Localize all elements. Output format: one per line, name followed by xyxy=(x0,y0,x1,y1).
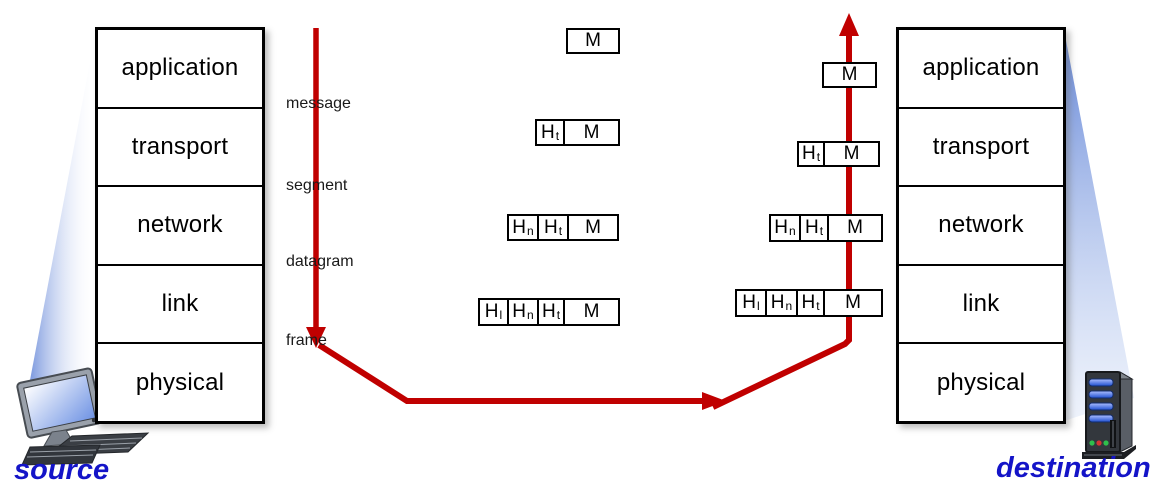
server-icon xyxy=(1082,371,1136,459)
packet-cell-M: M xyxy=(585,216,601,238)
layer-source-network: network xyxy=(98,187,262,266)
layer-destination-transport: transport xyxy=(899,109,1063,188)
layer-source-physical: physical xyxy=(135,368,225,396)
layer-destination-physical: physical xyxy=(936,368,1026,396)
layer-source-link: link xyxy=(98,266,262,345)
encapsulation-label-frame: frame xyxy=(286,332,327,349)
bottom-transmission-arrow xyxy=(317,342,726,410)
destination-label: destination xyxy=(996,452,1151,484)
source-label: source xyxy=(14,454,110,486)
desktop-computer-icon xyxy=(16,367,150,466)
up-arrow xyxy=(711,13,859,410)
projection-beam-destination xyxy=(1064,30,1134,421)
layer-source-application: application xyxy=(98,30,262,109)
packet-cell-M: M xyxy=(583,301,600,322)
packet-cell-M: M xyxy=(583,121,600,143)
layer-destination-application: application xyxy=(899,30,1063,109)
layer-source-transport: transport xyxy=(98,109,262,188)
layer-destination-network: network xyxy=(899,187,1063,266)
packet-cell-M: M xyxy=(847,217,863,238)
packet-source-message: M xyxy=(566,28,620,54)
encapsulation-label-segment: segment xyxy=(286,177,348,194)
packet-cell-M: M xyxy=(841,64,858,85)
packet-cell-M: M xyxy=(585,30,601,51)
down-arrow xyxy=(306,28,326,348)
packet-cell-M: M xyxy=(845,292,861,313)
layer-destination-link: link xyxy=(899,266,1063,345)
packet-destination-message: M xyxy=(822,62,877,88)
encapsulation-label-datagram: datagram xyxy=(286,253,354,270)
encapsulation-label-message: message xyxy=(286,95,351,112)
projection-beam-source xyxy=(24,30,96,421)
packet-cell-M: M xyxy=(843,143,860,164)
